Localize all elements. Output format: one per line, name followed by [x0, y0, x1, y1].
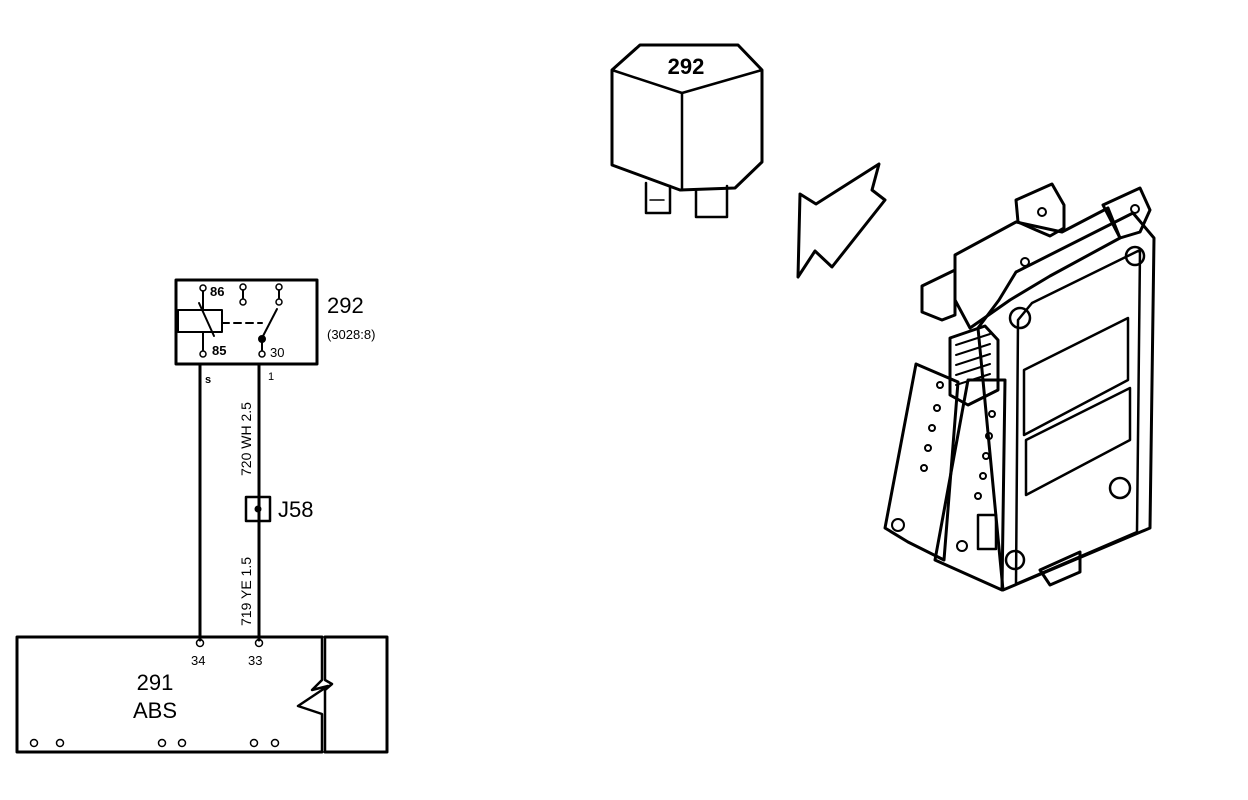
relay-box	[174, 278, 319, 366]
abs-pin-left-label: 34	[191, 653, 205, 668]
relay-part-label: 292	[668, 54, 705, 79]
junction-j58	[244, 495, 272, 523]
abs-pin-right-label: 33	[248, 653, 262, 668]
abs-name-label: ABS	[133, 698, 177, 723]
wire-label-lower: 719 YE 1.5	[238, 557, 254, 626]
relay-ref-label: (3028:8)	[327, 327, 375, 342]
insert-arrow	[796, 162, 887, 279]
relay-out-left-label: s	[205, 374, 211, 386]
relay-id-label: 292	[327, 293, 364, 318]
relay-coil	[177, 309, 223, 333]
relay-out-right-label: 1	[268, 371, 274, 383]
relay-symbol: 86 85 30	[174, 278, 319, 366]
pin-30-terminal	[258, 350, 266, 358]
pin-30-label: 30	[270, 345, 284, 360]
pin-85-label: 85	[212, 343, 226, 358]
wire-label-upper: 720 WH 2.5	[238, 402, 254, 476]
abs-id-label: 291	[137, 670, 174, 695]
abs-module	[15, 635, 389, 754]
pin-85-terminal	[199, 350, 207, 358]
junction-label: J58	[278, 497, 313, 522]
relay-bracket-drawing	[883, 182, 1156, 592]
relay-part-drawing	[610, 43, 764, 219]
pin-86-label: 86	[210, 284, 224, 299]
